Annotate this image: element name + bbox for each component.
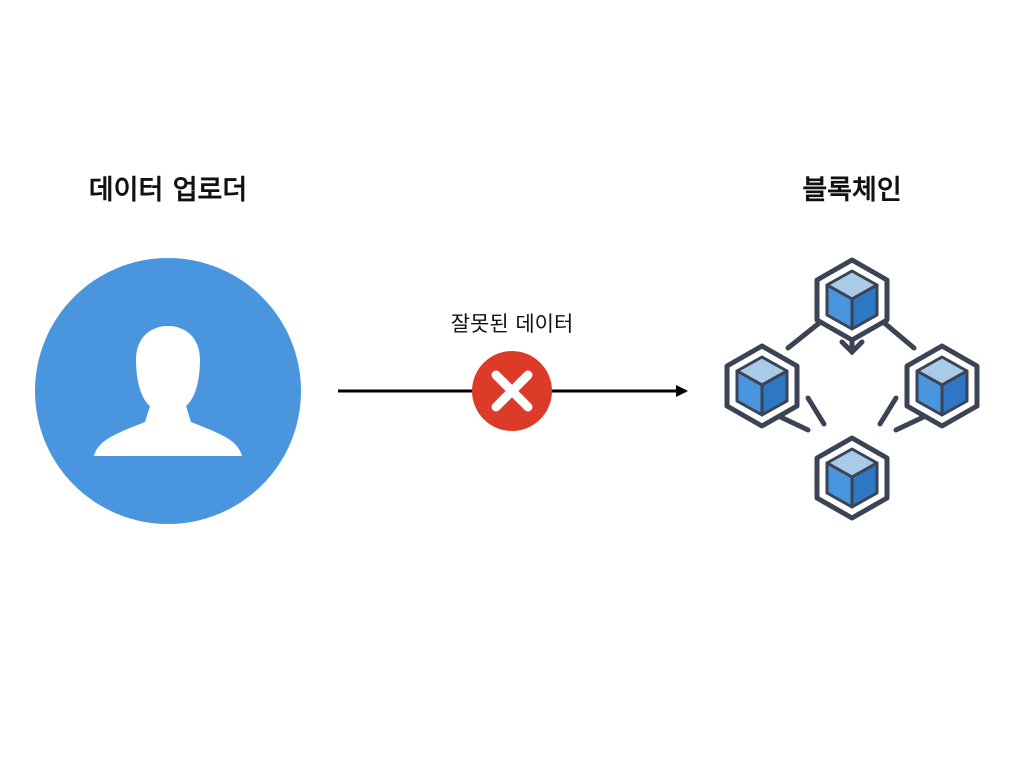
user-avatar-icon	[35, 258, 301, 524]
edge-label: 잘못된 데이터	[450, 312, 574, 336]
blockchain-title: 블록체인	[802, 175, 902, 206]
uploader-title: 데이터 업로더	[88, 175, 248, 206]
blockchain-network-icon	[727, 260, 977, 518]
error-x-icon	[472, 351, 552, 431]
